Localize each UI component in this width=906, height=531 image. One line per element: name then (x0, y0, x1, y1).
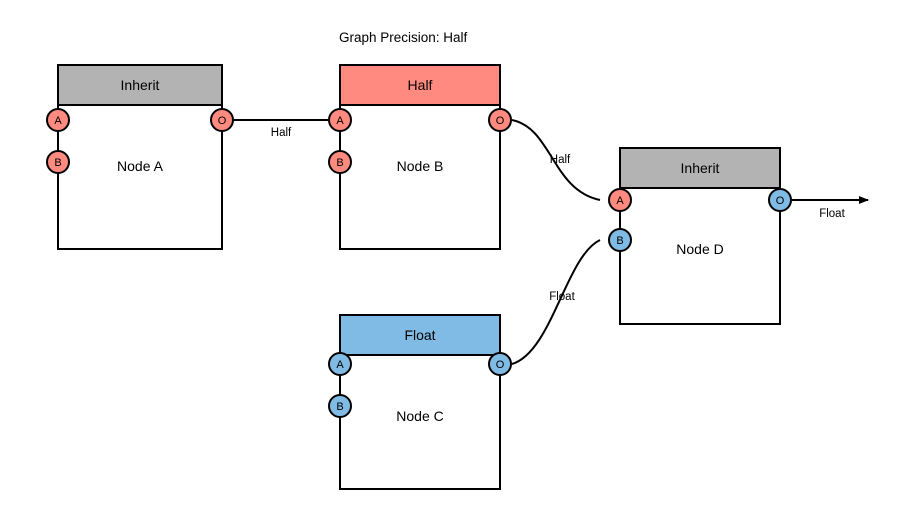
node-c-output-port-o-label: O (496, 359, 505, 371)
node-a-input-port-b[interactable]: B (46, 150, 70, 174)
node-c-input-port-a[interactable]: A (328, 352, 352, 376)
node-a-input-port-b-label: B (54, 157, 61, 169)
node-d-input-port-a-label: A (616, 195, 624, 207)
edge-b-to-d-label: Half (550, 154, 571, 166)
edge-d-output-label: Float (819, 208, 845, 220)
node-c-body-label: Node C (396, 408, 443, 424)
node-a-header-label: Inherit (121, 77, 160, 93)
node-a-input-port-a[interactable]: A (46, 108, 70, 132)
edge-a-to-b-label: Half (271, 127, 292, 139)
node-c-input-port-b-label: B (336, 401, 343, 413)
node-b-header[interactable] (339, 64, 501, 106)
node-d-output-port-o-circle[interactable] (768, 188, 792, 212)
node-d-header[interactable] (619, 147, 781, 189)
node-a-input-port-a-label: A (54, 115, 62, 127)
node-c-header[interactable] (339, 314, 501, 356)
node-a-output-port-o-circle[interactable] (210, 108, 234, 132)
node-c-header-label: Float (404, 327, 435, 343)
node-b-output-port-o-label: O (496, 115, 505, 127)
edge-b-to-d-path[interactable] (511, 119, 601, 201)
node-b-header-label: Half (408, 77, 433, 93)
node-d-body-label: Node D (676, 241, 723, 257)
node-c-input-port-b-circle[interactable] (328, 394, 352, 418)
edge-c-to-d-label: Float (549, 291, 575, 303)
node-b-output-port-o-circle[interactable] (488, 108, 512, 132)
node-b-input-port-b[interactable]: B (328, 150, 352, 174)
node-c-input-port-a-circle[interactable] (328, 352, 352, 376)
node-d-output-port-o[interactable]: O (768, 188, 792, 212)
edge-edge-a-to-b: Half (234, 119, 328, 139)
node-b-input-port-b-circle[interactable] (328, 150, 352, 174)
node-d-header-label: Inherit (681, 160, 720, 176)
node-b-input-port-a-circle[interactable] (328, 108, 352, 132)
node-d-input-port-b[interactable]: B (608, 228, 632, 252)
node-c-output-port-o[interactable]: O (488, 352, 512, 376)
page-title: Graph Precision: Half (339, 30, 468, 45)
node-a-output-port-o-label: O (218, 115, 227, 127)
node-a-body-label: Node A (117, 158, 164, 174)
node-b-body-label: Node B (397, 158, 444, 174)
node-a-header[interactable] (57, 64, 223, 106)
node-a-input-port-b-circle[interactable] (46, 150, 70, 174)
node-a-output-port-o[interactable]: O (210, 108, 234, 132)
edge-c-to-d-path[interactable] (511, 239, 601, 365)
node-c-input-port-b[interactable]: B (328, 394, 352, 418)
node-c-input-port-a-label: A (336, 359, 344, 371)
edge-edge-d-output: Float (792, 196, 869, 220)
node-b-input-port-a-label: A (336, 115, 344, 127)
edge-edge-b-to-d: Half (511, 119, 601, 201)
node-d-input-port-a-circle[interactable] (608, 188, 632, 212)
node-a-input-port-a-circle[interactable] (46, 108, 70, 132)
node-b-output-port-o[interactable]: O (488, 108, 512, 132)
node-d-input-port-b-label: B (616, 235, 623, 247)
edge-edge-c-to-d: Float (511, 239, 601, 365)
node-d-input-port-a[interactable]: A (608, 188, 632, 212)
node-b-input-port-b-label: B (336, 157, 343, 169)
node-b-input-port-a[interactable]: A (328, 108, 352, 132)
node-c-output-port-o-circle[interactable] (488, 352, 512, 376)
node-d-output-port-o-label: O (776, 195, 785, 207)
node-d-input-port-b-circle[interactable] (608, 228, 632, 252)
